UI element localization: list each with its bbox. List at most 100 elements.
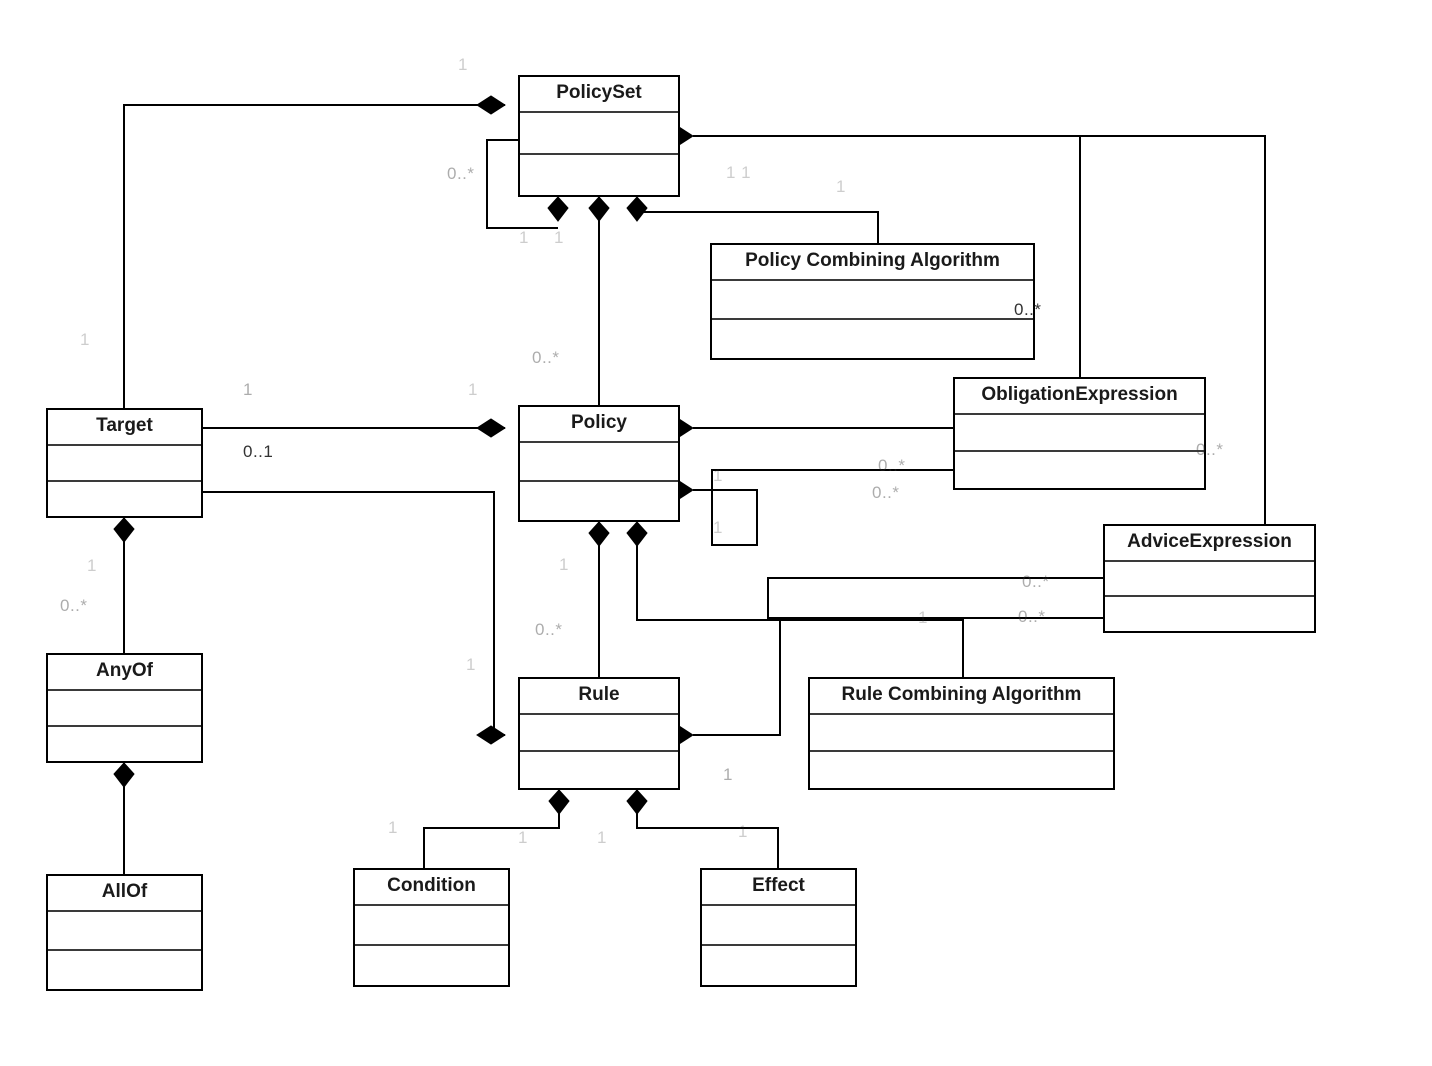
class-name-rule: Rule xyxy=(520,679,678,715)
class-attributes-policy-combining-algorithm xyxy=(712,281,1033,321)
class-attributes-allof xyxy=(48,912,201,952)
class-operations-anyof xyxy=(48,727,201,761)
class-box-allof[interactable]: AllOf xyxy=(46,874,203,991)
multiplicity-label: 0..* xyxy=(1022,572,1050,591)
class-name-policy-combining-algorithm: Policy Combining Algorithm xyxy=(712,245,1033,281)
class-attributes-anyof xyxy=(48,691,201,727)
multiplicity-label: 0..* xyxy=(1014,300,1042,319)
edge-policy-rca xyxy=(635,537,965,677)
class-box-effect[interactable]: Effect xyxy=(700,868,857,987)
class-name-target: Target xyxy=(48,410,201,446)
multiplicity-label: 0..* xyxy=(872,483,900,502)
class-attributes-adviceexpression xyxy=(1105,562,1314,598)
class-box-policyset[interactable]: PolicySet xyxy=(518,75,680,197)
class-name-policyset: PolicySet xyxy=(520,77,678,113)
multiplicity-label: 1 xyxy=(713,518,723,537)
class-attributes-rule-combining-algorithm xyxy=(810,715,1113,753)
class-attributes-policyset xyxy=(520,113,678,155)
multiplicity-label: 1 xyxy=(918,608,928,627)
edge-target-rule xyxy=(203,490,505,737)
multiplicity-label: 1 xyxy=(723,765,733,784)
class-operations-policy xyxy=(520,482,678,520)
edge-rule-effect xyxy=(635,790,780,868)
multiplicity-label: 1 xyxy=(243,380,253,399)
class-operations-policy-combining-algorithm xyxy=(712,320,1033,358)
class-name-policy: Policy xyxy=(520,407,678,443)
class-box-rule-combining-algorithm[interactable]: Rule Combining Algorithm xyxy=(808,677,1115,790)
multiplicity-label: 1 xyxy=(713,466,723,485)
diamond-policyset-b1 xyxy=(547,196,569,222)
class-box-policy[interactable]: Policy xyxy=(518,405,680,522)
multiplicity-label: 1 xyxy=(738,822,748,841)
edge-policyset-advice xyxy=(1080,134,1267,524)
multiplicity-label: 1 xyxy=(80,330,90,349)
class-operations-adviceexpression xyxy=(1105,597,1314,631)
diamond-policy-left xyxy=(476,418,506,438)
class-operations-effect xyxy=(702,946,855,985)
multiplicity-label: 1 xyxy=(559,555,569,574)
diamond-policyset-b2 xyxy=(588,196,610,222)
class-operations-rule xyxy=(520,752,678,788)
class-name-condition: Condition xyxy=(355,870,508,906)
multiplicity-label: 0..* xyxy=(878,456,906,475)
class-operations-target xyxy=(48,482,201,516)
diamond-policy-b1 xyxy=(588,521,610,547)
multiplicity-label: 1 xyxy=(468,380,478,399)
multiplicity-label: 1 xyxy=(388,818,398,837)
class-box-target[interactable]: Target xyxy=(46,408,203,518)
multiplicity-label: 0..* xyxy=(532,348,560,367)
class-box-rule[interactable]: Rule xyxy=(518,677,680,790)
multiplicity-label: 1 xyxy=(597,828,607,847)
multiplicity-label: 1 xyxy=(458,55,468,74)
diamond-policyset-left xyxy=(476,95,506,115)
class-attributes-rule xyxy=(520,715,678,753)
class-name-anyof: AnyOf xyxy=(48,655,201,691)
class-attributes-obligationexpression xyxy=(955,415,1204,453)
multiplicity-label: 1 xyxy=(466,655,476,674)
diamond-rule-b2 xyxy=(626,789,648,815)
multiplicity-label: 1 xyxy=(554,228,564,247)
edge-policyset-self xyxy=(485,138,558,230)
multiplicity-label: 0..* xyxy=(447,164,475,183)
multiplicity-label: 0..1 xyxy=(243,442,274,461)
multiplicity-label: 0..* xyxy=(60,596,88,615)
multiplicity-label: 0..* xyxy=(1196,440,1224,459)
multiplicity-label: 0..* xyxy=(1018,607,1046,626)
class-attributes-effect xyxy=(702,906,855,947)
class-box-obligationexpression[interactable]: ObligationExpression xyxy=(953,377,1206,490)
multiplicity-label: 1 xyxy=(87,556,97,575)
class-attributes-condition xyxy=(355,906,508,947)
class-operations-condition xyxy=(355,946,508,985)
class-box-condition[interactable]: Condition xyxy=(353,868,510,987)
multiplicity-label: 1 xyxy=(519,228,529,247)
class-box-anyof[interactable]: AnyOf xyxy=(46,653,203,763)
edge-policy-advice xyxy=(693,468,953,547)
multiplicity-label: 1 1 xyxy=(726,163,752,182)
edge-rule-condition xyxy=(422,790,561,868)
edge-target-policyset xyxy=(122,103,505,408)
class-box-adviceexpression[interactable]: AdviceExpression xyxy=(1103,524,1316,633)
multiplicity-label: 1 xyxy=(836,177,846,196)
multiplicity-label: 1 xyxy=(518,828,528,847)
edge-rule-obligation xyxy=(693,616,1103,737)
edge-policyset-pca xyxy=(637,210,880,243)
diamond-rule-b1 xyxy=(548,789,570,815)
class-operations-obligationexpression xyxy=(955,452,1204,488)
class-operations-allof xyxy=(48,951,201,989)
class-name-rule-combining-algorithm: Rule Combining Algorithm xyxy=(810,679,1113,715)
class-name-effect: Effect xyxy=(702,870,855,906)
diamond-policy-b2 xyxy=(626,521,648,547)
edge-rule-advice xyxy=(766,576,1103,620)
class-attributes-policy xyxy=(520,443,678,483)
class-box-policy-combining-algorithm[interactable]: Policy Combining Algorithm xyxy=(710,243,1035,360)
class-attributes-target xyxy=(48,446,201,482)
class-operations-policyset xyxy=(520,155,678,195)
diamond-target-bottom xyxy=(113,517,135,543)
diamond-anyof-bottom xyxy=(113,762,135,788)
multiplicity-label: 0..* xyxy=(535,620,563,639)
class-name-adviceexpression: AdviceExpression xyxy=(1105,526,1314,562)
class-name-obligationexpression: ObligationExpression xyxy=(955,379,1204,415)
diamond-rule-left xyxy=(476,725,506,745)
class-operations-rule-combining-algorithm xyxy=(810,752,1113,788)
